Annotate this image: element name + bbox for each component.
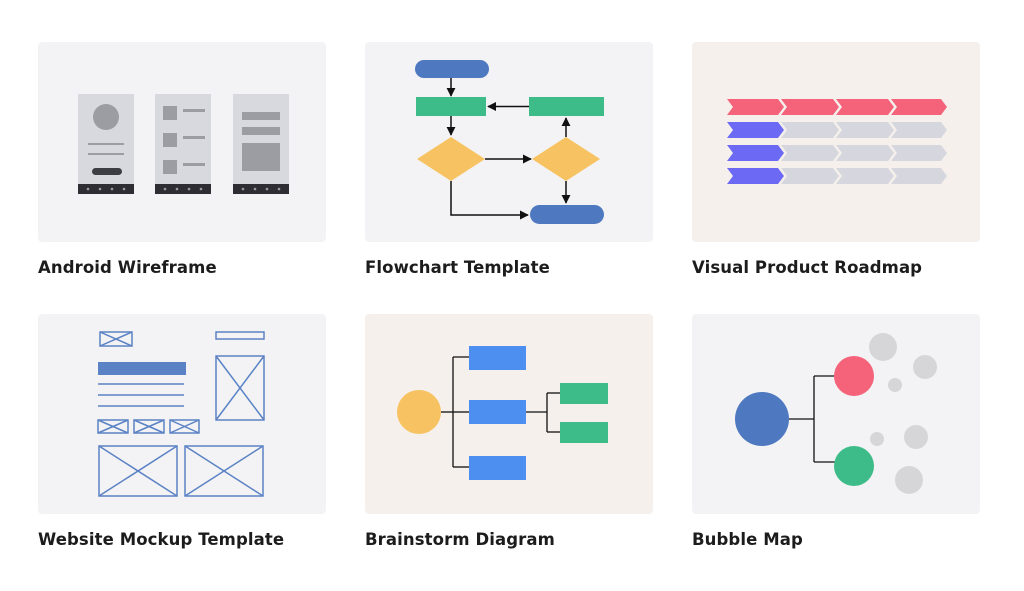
android-wireframe-thumbnail[interactable] <box>38 42 326 242</box>
bubble-map-illustration <box>735 333 937 494</box>
website-mockup-illustration <box>97 331 265 497</box>
template-card-flowchart[interactable]: Flowchart Template <box>365 42 653 277</box>
brainstorm-thumbnail[interactable] <box>365 314 653 514</box>
template-card-android-wireframe[interactable]: Android Wireframe <box>38 42 326 277</box>
flowchart-thumbnail[interactable] <box>365 42 653 242</box>
android-wireframe-illustration <box>78 94 289 194</box>
template-title[interactable]: Android Wireframe <box>38 258 217 277</box>
template-card-bubble-map[interactable]: Bubble Map <box>692 314 980 549</box>
template-title[interactable]: Website Mockup Template <box>38 530 285 549</box>
template-card-brainstorm-diagram[interactable]: Brainstorm Diagram <box>365 314 653 549</box>
template-card-website-mockup[interactable]: Website Mockup Template <box>38 314 326 549</box>
website-mockup-thumbnail[interactable] <box>38 314 326 514</box>
template-title[interactable]: Bubble Map <box>692 530 803 549</box>
template-title[interactable]: Flowchart Template <box>365 258 550 277</box>
brainstorm-illustration <box>397 346 608 480</box>
roadmap-illustration <box>727 99 947 184</box>
flowchart-illustration <box>415 60 604 224</box>
template-title[interactable]: Visual Product Roadmap <box>692 258 923 277</box>
roadmap-thumbnail[interactable] <box>692 42 980 242</box>
bubble-map-thumbnail[interactable] <box>692 314 980 514</box>
template-card-visual-product-roadmap[interactable]: Visual Product Roadmap <box>692 42 980 277</box>
template-title[interactable]: Brainstorm Diagram <box>365 530 555 549</box>
